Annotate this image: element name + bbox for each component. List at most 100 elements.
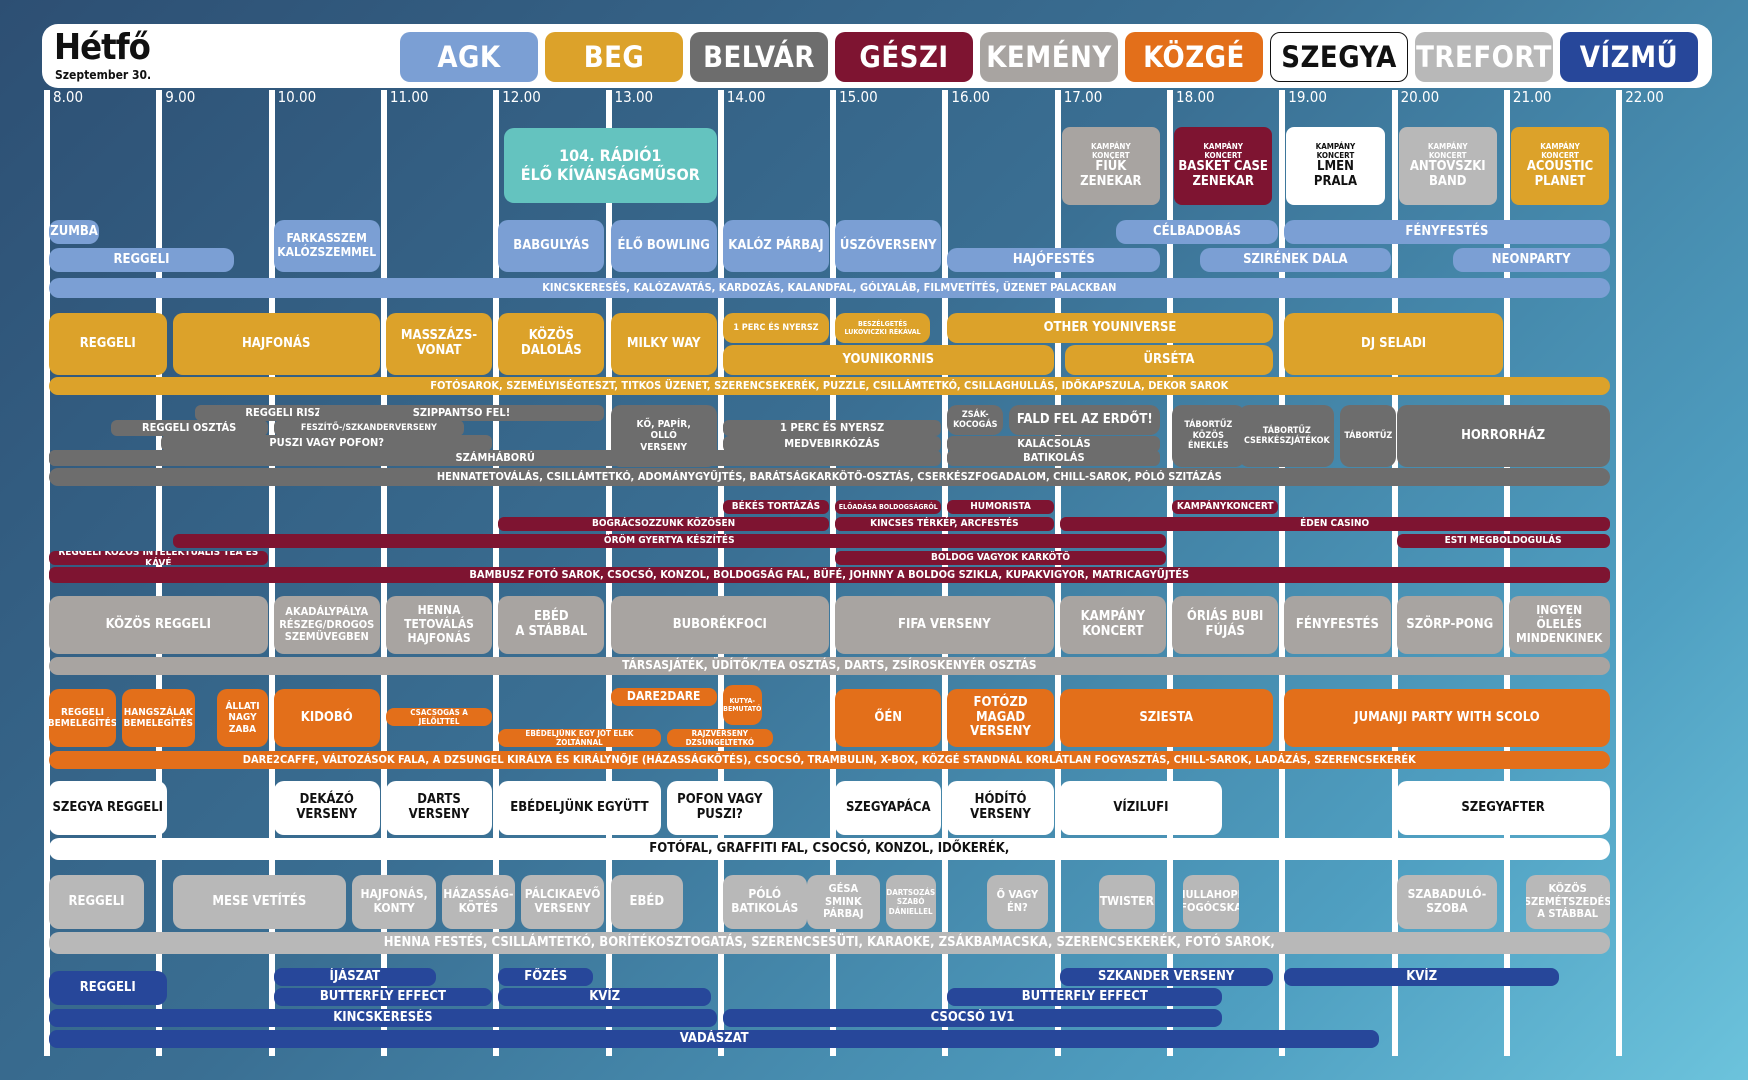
event-kemeny-kampany[interactable]: KAMPÁNY KONCERT bbox=[1059, 596, 1166, 654]
event-vizmu-butterfly[interactable]: BUTTERFLY EFFECT bbox=[273, 988, 493, 1006]
event-agk-zumba[interactable]: ZUMBA bbox=[49, 220, 100, 244]
event-kozge-sziesta[interactable]: SZIESTA bbox=[1059, 689, 1273, 747]
event-beg-urseta[interactable]: ÜRSÉTA bbox=[1065, 345, 1273, 375]
event-agk-uszo[interactable]: ÚSZÓVERSENY bbox=[835, 220, 942, 272]
event-agk-celbadobas[interactable]: CÉLBADOBÁS bbox=[1115, 220, 1279, 244]
event-belvar-zsak[interactable]: ZSÁK- KOCOGÁS bbox=[947, 405, 1004, 435]
event-kemeny-henna[interactable]: HENNA TETOVÁLÁS HAJFONÁS bbox=[385, 596, 493, 654]
event-agk-hajofestes[interactable]: HAJÓFESTÉS bbox=[947, 248, 1161, 272]
tab-kozge[interactable]: KÖZGÉ bbox=[1125, 32, 1263, 82]
event-agk-szirenek[interactable]: SZIRÉNEK DALA bbox=[1200, 248, 1391, 272]
event-beg-other[interactable]: OTHER YOUNIVERSE bbox=[947, 313, 1273, 343]
event-kemeny-allday[interactable]: TÁRSASJÁTÉK, ÜDÍTŐK/TEA OSZTÁS, DARTS, Z… bbox=[49, 657, 1610, 675]
event-trefort-dartsozas[interactable]: DARTSOZÁS SZABÓ DÁNIELLEL bbox=[885, 875, 936, 929]
event-belvar-tabortuz[interactable]: TÁBORTŰZ bbox=[1340, 405, 1397, 467]
event-belvar-szippantso[interactable]: SZIPPANTSO FEL! bbox=[318, 405, 605, 421]
event-kemeny-fenyfestes[interactable]: FÉNYFESTÉS bbox=[1284, 596, 1391, 654]
event-kemeny-akadaly[interactable]: AKADÁLYPÁLYA RÉSZEG/DROGOS SZEMÜVEGBEN bbox=[273, 596, 380, 654]
event-szegya-szegyapaca[interactable]: SZEGYAPÁCA bbox=[835, 781, 942, 835]
event-belvar-egyperc[interactable]: 1 PERC ÉS NYERSZ bbox=[722, 420, 942, 436]
event-belvar-taborcserkesz[interactable]: TÁBORTŰZ CSERKÉSZJÁTÉKOK bbox=[1239, 405, 1335, 467]
event-beg-beszelgetes[interactable]: BESZÉLGETÉS LUKOVICZKI RÉKÁVAL bbox=[835, 313, 931, 343]
event-kemeny-szorp[interactable]: SZÖRP-PONG bbox=[1396, 596, 1503, 654]
event-trefort-ovagy[interactable]: Ő VAGY ÉN? bbox=[986, 875, 1049, 929]
event-kozge-reggeli[interactable]: REGGELI BEMELEGÍTÉS bbox=[49, 689, 116, 747]
event-geszi-esti[interactable]: ESTI MEGBOLDOGULÁS bbox=[1396, 534, 1610, 548]
event-beg-masszazs[interactable]: MASSZÁZS- VONAT bbox=[385, 313, 493, 375]
event-szegya-szegyafter[interactable]: SZEGYAFTER bbox=[1396, 781, 1610, 835]
event-beg-hajfonas[interactable]: HAJFONÁS bbox=[172, 313, 380, 375]
event-beg-reggeli[interactable]: REGGELI bbox=[49, 313, 167, 375]
event-kozge-allati[interactable]: ÁLLATI NAGY ZABA bbox=[217, 689, 268, 747]
event-trefort-polo[interactable]: PÓLÓ BATIKOLÁS bbox=[722, 875, 807, 929]
event-belvar-batikolas[interactable]: BATIKOLÁS bbox=[947, 450, 1161, 466]
event-belvar-osztas[interactable]: REGGELI OSZTÁS bbox=[110, 420, 268, 436]
event-trefort-szemetszedes[interactable]: KÖZÖS SZEMÉTSZEDÉS A STÁBBAL bbox=[1525, 875, 1610, 929]
event-kozge-hangszalak[interactable]: HANGSZÁLAK BEMELEGÍTÉS bbox=[121, 689, 195, 747]
event-beg-egyperc[interactable]: 1 PERC ÉS NYERSZ bbox=[722, 313, 830, 343]
tab-agk[interactable]: AGK bbox=[400, 32, 538, 82]
event-vizmu-kviz[interactable]: KVÍZ bbox=[1284, 968, 1560, 986]
event-vizmu-kincskereses[interactable]: KINCSKERESÉS bbox=[49, 1009, 717, 1027]
event-szegya-ebedeljunk[interactable]: EBÉDELJÜNK EGYÜTT bbox=[498, 781, 661, 835]
event-radio[interactable]: 104. RÁDIÓ1 ÉLŐ KÍVÁNSÁGMŰSOR bbox=[503, 128, 717, 203]
event-beg-milky[interactable]: MILKY WAY bbox=[610, 313, 717, 375]
event-vizmu-kviz[interactable]: KVÍZ bbox=[498, 988, 712, 1006]
tab-trefort[interactable]: TREFORT bbox=[1415, 32, 1553, 82]
event-vizmu-butterfly[interactable]: BUTTERFLY EFFECT bbox=[947, 988, 1223, 1006]
event-belvar-medvebirkozas[interactable]: MEDVEBIRKÓZÁS bbox=[722, 436, 942, 452]
event-beg-younikornis[interactable]: YOUNIKORNIS bbox=[722, 345, 1054, 375]
event-trefort-reggeli[interactable]: REGGELI bbox=[49, 875, 145, 929]
event-belvar-szamhaboru[interactable]: SZÁMHÁBORÚ bbox=[49, 450, 942, 466]
event-geszi-eden[interactable]: ÉDEN CASINO bbox=[1059, 517, 1610, 531]
event-belvar-feszito[interactable]: FESZÍTŐ-/SZKANDERVERSENY bbox=[273, 420, 465, 436]
event-trefort-twister[interactable]: TWISTER bbox=[1099, 875, 1155, 929]
event-geszi-orom[interactable]: ÖRÖM GYERTYA KÉSZÍTÉS bbox=[172, 534, 1166, 548]
event-trefort-szabadulo[interactable]: SZABADULÓ- SZOBA bbox=[1396, 875, 1498, 929]
event-kozge-dare[interactable]: DARE2DARE bbox=[610, 688, 717, 706]
event-geszi-humorista[interactable]: HUMORISTA bbox=[947, 500, 1054, 514]
tab-beg[interactable]: BEG bbox=[545, 32, 683, 82]
event-trefort-gesa[interactable]: GÉSA SMINK PÁRBAJ bbox=[807, 875, 880, 929]
event-geszi-boldog[interactable]: BOLDOG VAGYOK KARKÖTŐ bbox=[835, 551, 1166, 565]
event-beg-allday[interactable]: FOTÓSAROK, SZEMÉLYISÉGTESZT, TITKOS ÜZEN… bbox=[49, 377, 1610, 395]
event-kemeny-fifa[interactable]: FIFA VERSENY bbox=[835, 596, 1054, 654]
event-trefort-mese[interactable]: MESE VETÍTÉS bbox=[172, 875, 347, 929]
event-geszi-kampany[interactable]: KAMPÁNYKONCERT bbox=[1172, 500, 1279, 514]
event-trefort-hazassag[interactable]: HÁZASSÁG- KÖTÉS bbox=[442, 875, 515, 929]
event-agk-babgulyas[interactable]: BABGULYÁS bbox=[498, 220, 605, 272]
event-agk-kaloz[interactable]: KALÓZ PÁRBAJ bbox=[722, 220, 830, 272]
event-kemeny-ebed[interactable]: EBÉD A STÁBBAL bbox=[498, 596, 605, 654]
tab-szegya[interactable]: SZEGYA bbox=[1270, 32, 1408, 82]
event-beg-dj[interactable]: DJ SELADI bbox=[1284, 313, 1503, 375]
event-beg-kozos[interactable]: KÖZÖS DALOLÁS bbox=[498, 313, 605, 375]
event-kozge-oen[interactable]: ŐÉN bbox=[835, 689, 942, 747]
event-vizmu-csocso[interactable]: CSOCSÓ 1V1 bbox=[722, 1009, 1223, 1027]
event-szegya-pofon[interactable]: POFON VAGY PUSZI? bbox=[666, 781, 773, 835]
event-kozge-allday[interactable]: DARE2CAFFE, VÁLTOZÁSOK FALA, A DZSUNGEL … bbox=[49, 751, 1610, 769]
event-kemeny-ingyen[interactable]: INGYEN ÖLELÉS MINDENKINEK bbox=[1508, 596, 1610, 654]
event-szegya-darts[interactable]: DARTS VERSENY bbox=[385, 781, 493, 835]
event-kozge-csacsogas[interactable]: CSACSOGÁS A JELÖLTTEL bbox=[385, 708, 493, 726]
event-vizmu-vadaszat[interactable]: VADÁSZAT bbox=[49, 1030, 1380, 1048]
event-trefort-palcika[interactable]: PÁLCIKAEVŐ VERSENY bbox=[520, 875, 605, 929]
event-agk-fenyfestes[interactable]: FÉNYFESTÉS bbox=[1284, 220, 1610, 244]
event-geszi-bekes[interactable]: BÉKÉS TORTÁZÁS bbox=[722, 500, 830, 514]
event-belvar-taborkozos[interactable]: TÁBORTŰZ KÖZÖS ÉNEKLÉS bbox=[1172, 405, 1245, 467]
event-szegya-vizilufi[interactable]: VÍZILUFI bbox=[1059, 781, 1223, 835]
event-trefort-allday[interactable]: HENNA FESTÉS, CSILLÁMTETKÓ, BORÍTÉKOSZTO… bbox=[49, 932, 1610, 954]
tab-geszi[interactable]: GÉSZI bbox=[835, 32, 973, 82]
event-trefort-ebed[interactable]: EBÉD bbox=[610, 875, 684, 929]
event-belvar-horror[interactable]: HORRORHÁZ bbox=[1396, 405, 1610, 467]
event-belvar-kalacs[interactable]: KALÁCSOLÁS bbox=[947, 436, 1161, 452]
event-vizmu-reggeli[interactable]: REGGELI bbox=[49, 971, 167, 1005]
event-kozge-kidobo[interactable]: KIDOBÓ bbox=[273, 689, 380, 747]
event-kemeny-reggeli[interactable]: KÖZÖS REGGELI bbox=[49, 596, 268, 654]
event-kemeny-buborekfujas[interactable]: ÓRIÁS BUBI FÚJÁS bbox=[1172, 596, 1279, 654]
event-kozge-kutya[interactable]: KUTYA- BEMUTATÓ bbox=[722, 685, 762, 725]
